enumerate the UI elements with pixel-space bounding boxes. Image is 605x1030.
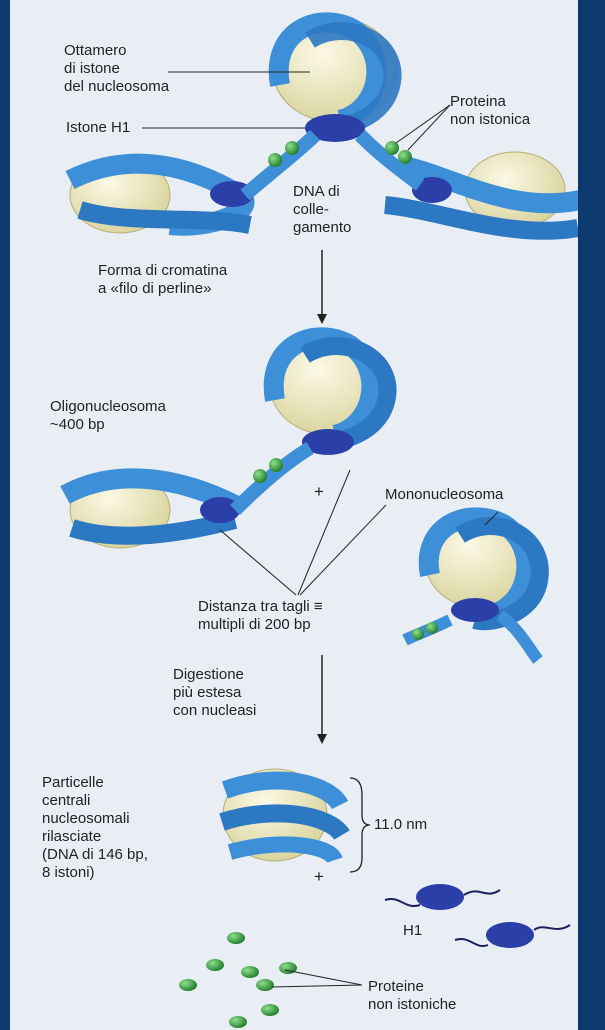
nonhistone-protein [268, 153, 282, 167]
label-mononucleosome: Mononucleosoma [385, 486, 503, 504]
size-brace [350, 778, 370, 872]
nonhistone-protein [398, 150, 412, 164]
label-digestion: Digestione più estesa con nucleasi [173, 666, 256, 720]
label-plus-bottom: + [314, 868, 324, 886]
nucleosome-top-right [385, 152, 578, 231]
diagram-frame: Ottamero di istone del nucleosoma Istone… [10, 0, 578, 1030]
label-octamer: Ottamero di istone del nucleosoma [64, 42, 169, 96]
label-nonhistone-bottom: Proteine non istoniche [368, 978, 456, 1014]
nucleosome-top-center [273, 18, 397, 142]
label-plus-mid: + [314, 483, 324, 501]
core-particle [222, 769, 342, 861]
label-size: 11.0 nm [374, 816, 427, 834]
label-h1-bottom: H1 [403, 922, 422, 940]
nucleosome-top-left [70, 157, 254, 233]
nonhistone-protein [285, 141, 299, 155]
nonhistone-protein [385, 141, 399, 155]
oligonucleosome-lower [65, 472, 240, 548]
label-linker-dna: DNA di colle- gamento [293, 183, 351, 237]
label-cut-distance: Distanza tra tagli ≡ multipli di 200 bp [198, 598, 323, 634]
released-proteins [179, 932, 297, 1028]
label-nonhistone-top: Proteina non istonica [450, 93, 530, 129]
mononucleosome-figure [405, 512, 540, 660]
label-h1-top: Istone H1 [66, 119, 130, 137]
oligonucleosome-upper [270, 335, 390, 455]
label-oligonucleosome: Oligonucleosoma ~400 bp [50, 398, 166, 434]
label-core-particles: Particelle centrali nucleosomali rilasci… [42, 774, 148, 882]
label-beads-form: Forma di cromatina a «filo di perline» [98, 262, 227, 298]
